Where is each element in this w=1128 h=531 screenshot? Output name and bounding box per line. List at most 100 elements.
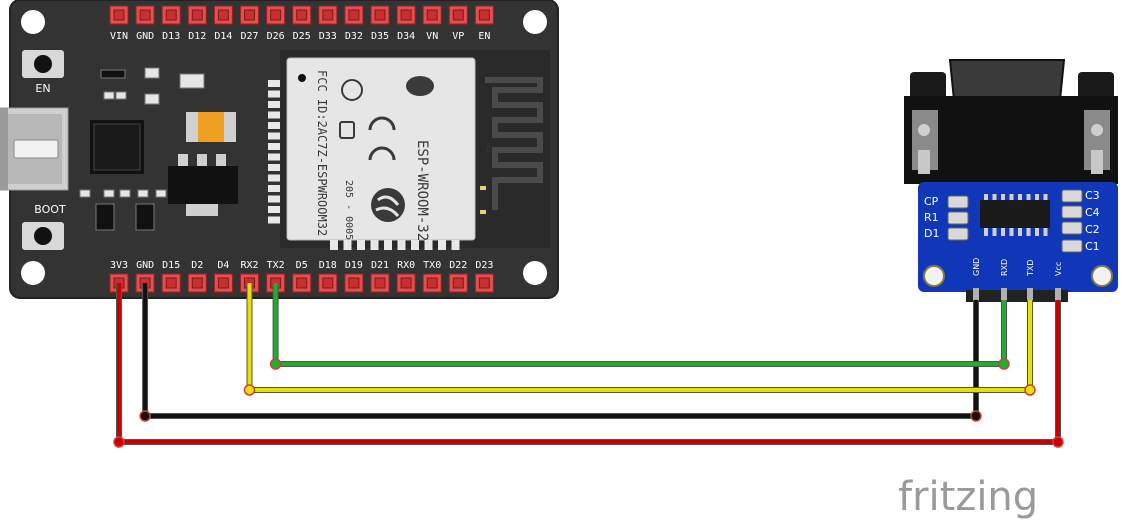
module-model: ESP-WROOM-32 xyxy=(414,140,430,241)
wires xyxy=(113,283,1064,448)
pin-top-d26 xyxy=(266,5,286,25)
en-button[interactable] xyxy=(22,50,64,78)
header-label-txd: TXD xyxy=(1026,259,1035,277)
pin-label: D33 xyxy=(319,31,337,42)
header-pin-txd xyxy=(1027,288,1033,306)
pin-label: D35 xyxy=(371,31,389,42)
tantalum-capacitor xyxy=(186,112,236,142)
mount-hole-icon xyxy=(21,261,45,285)
pin-label: VP xyxy=(452,31,464,42)
header-label-gnd: GND xyxy=(972,258,981,276)
usb-uart-chip xyxy=(90,120,144,174)
boot-button[interactable] xyxy=(22,222,64,250)
rs232-label-cp: CP xyxy=(924,195,939,208)
rs232-label-d1: D1 xyxy=(924,227,939,240)
mount-hole-icon xyxy=(21,10,45,34)
pin-top-d25 xyxy=(292,5,312,25)
pin-label: D23 xyxy=(475,260,493,271)
header-pin-rxd xyxy=(1001,288,1007,306)
pin-label: GND xyxy=(136,260,154,271)
max3232-chip xyxy=(980,194,1050,236)
telec-logo-icon xyxy=(339,79,363,139)
module-mark: C xyxy=(486,145,491,154)
ce-mark-icon xyxy=(368,116,396,161)
pin-label: D22 xyxy=(449,260,467,271)
boot-button-label: BOOT xyxy=(34,203,66,216)
pin-label: D4 xyxy=(217,260,229,271)
pin-top-vp xyxy=(448,5,468,25)
pin-label: D32 xyxy=(345,31,363,42)
pin-top-vn xyxy=(422,5,442,25)
pin-label: D5 xyxy=(296,260,308,271)
smd-components xyxy=(79,67,205,231)
pin-top-d35 xyxy=(370,5,390,25)
header-label-rxd: RXD xyxy=(1000,259,1009,276)
pin-label: D14 xyxy=(214,31,232,42)
pin-bottom-d19 xyxy=(344,273,364,293)
rs232-label-c1: C1 xyxy=(1085,240,1100,253)
espressif-logo-icon xyxy=(371,188,405,222)
mount-hole-icon xyxy=(523,261,547,285)
antenna-trace xyxy=(485,77,543,210)
pin-bottom-d18 xyxy=(318,273,338,293)
pin-label: D13 xyxy=(162,31,180,42)
rs232-label-c3: C3 xyxy=(1085,189,1100,202)
pin-label: RX2 xyxy=(240,260,258,271)
pin-bottom-tx0 xyxy=(422,273,442,293)
pin-top-d34 xyxy=(396,5,416,25)
mount-hole-icon xyxy=(523,10,547,34)
pin-label: EN xyxy=(478,31,490,42)
wire-3v3-to-vcc xyxy=(113,283,1064,448)
pin-label: D18 xyxy=(319,260,337,271)
rs232-header-pins xyxy=(966,288,1068,306)
pin-bottom-d2 xyxy=(187,273,207,293)
header-pin-vcc xyxy=(1055,288,1061,306)
pin-bottom-d22 xyxy=(448,273,468,293)
pin-label: TX2 xyxy=(267,260,285,271)
pin-top-d12 xyxy=(187,5,207,25)
en-button-label: EN xyxy=(35,82,50,95)
pin-label: RX0 xyxy=(397,260,415,271)
pin-top-gnd xyxy=(135,5,155,25)
pin-label: VN xyxy=(426,31,438,42)
pin-label: VIN xyxy=(110,31,128,42)
rs232-label-r1: R1 xyxy=(924,211,939,224)
module-fcc-id: FCC ID:2AC7Z-ESPWROOM32 xyxy=(315,70,329,236)
pin-label: D19 xyxy=(345,260,363,271)
pin-label: D27 xyxy=(240,31,258,42)
pin-top-vin xyxy=(109,5,129,25)
pin-bottom-d23 xyxy=(474,273,494,293)
module-side-pads xyxy=(268,80,280,224)
module-cert: 205 - 000519 xyxy=(343,180,354,252)
db9-connector xyxy=(904,59,1118,184)
rs232-label-c4: C4 xyxy=(1085,206,1100,219)
header-label-vcc: Vcc xyxy=(1054,262,1063,276)
pin-bottom-d4 xyxy=(213,273,233,293)
mount-hole-icon xyxy=(923,265,945,287)
pin-label: D2 xyxy=(191,260,203,271)
pin-label: D12 xyxy=(188,31,206,42)
pin-bottom-d5 xyxy=(292,273,312,293)
pin-label: D34 xyxy=(397,31,415,42)
pin-label: D15 xyxy=(162,260,180,271)
pin-top-d33 xyxy=(318,5,338,25)
pin-label: D25 xyxy=(293,31,311,42)
pin-bottom-rx0 xyxy=(396,273,416,293)
header-pin-gnd xyxy=(973,288,979,306)
rs232-smd-pads xyxy=(947,189,1083,253)
pin-label: D21 xyxy=(371,260,389,271)
pin-bottom-d15 xyxy=(161,273,181,293)
fritzing-watermark: fritzing xyxy=(898,474,1038,520)
wifi-logo-icon xyxy=(406,76,434,96)
pin-bottom-d21 xyxy=(370,273,390,293)
usb-connector xyxy=(0,107,69,191)
module-bottom-pads xyxy=(330,240,460,250)
pin-label: 3V3 xyxy=(110,260,128,271)
pin-top-d13 xyxy=(161,5,181,25)
pin-top-en xyxy=(474,5,494,25)
